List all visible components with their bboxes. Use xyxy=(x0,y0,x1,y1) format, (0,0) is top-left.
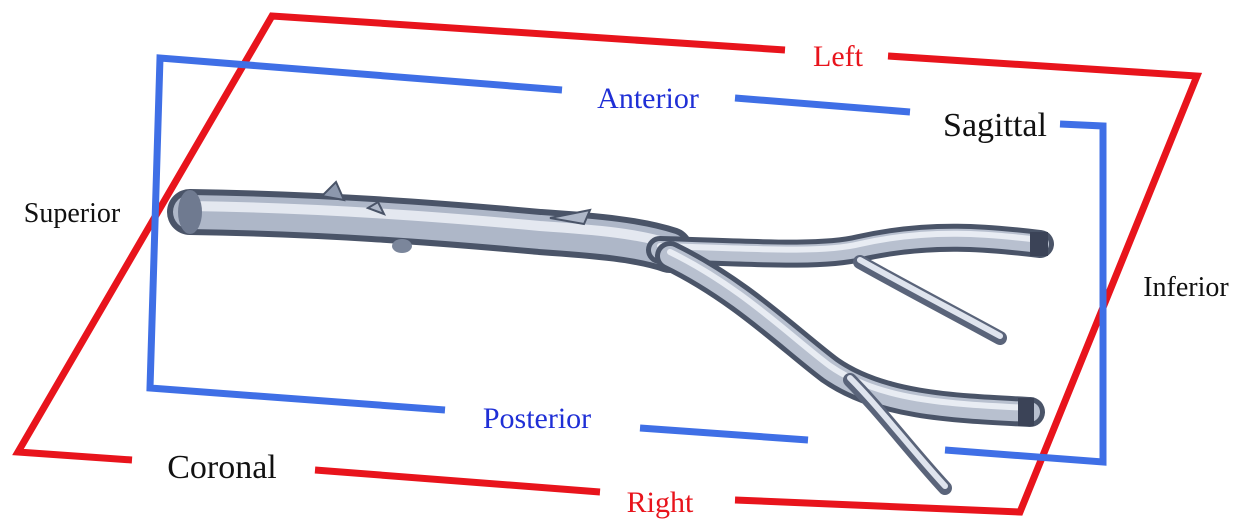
label-left: Left xyxy=(813,40,864,73)
label-coronal: Coronal xyxy=(167,449,277,486)
coronal-edge-top xyxy=(735,98,910,112)
vessel-nub-4 xyxy=(392,239,412,253)
label-superior: Superior xyxy=(24,198,121,229)
vessel-rendering xyxy=(178,182,1048,488)
label-sagittal: Sagittal xyxy=(943,107,1047,144)
label-right: Right xyxy=(627,486,694,519)
vessel-trunk-end xyxy=(178,190,202,234)
label-anterior: Anterior xyxy=(597,82,699,115)
sagittal-edge-bottom xyxy=(315,470,600,492)
label-posterior: Posterior xyxy=(483,402,591,435)
vessel-nub-1 xyxy=(322,182,344,200)
coronal-edge-bottom xyxy=(640,428,808,440)
label-inferior: Inferior xyxy=(1143,272,1229,303)
